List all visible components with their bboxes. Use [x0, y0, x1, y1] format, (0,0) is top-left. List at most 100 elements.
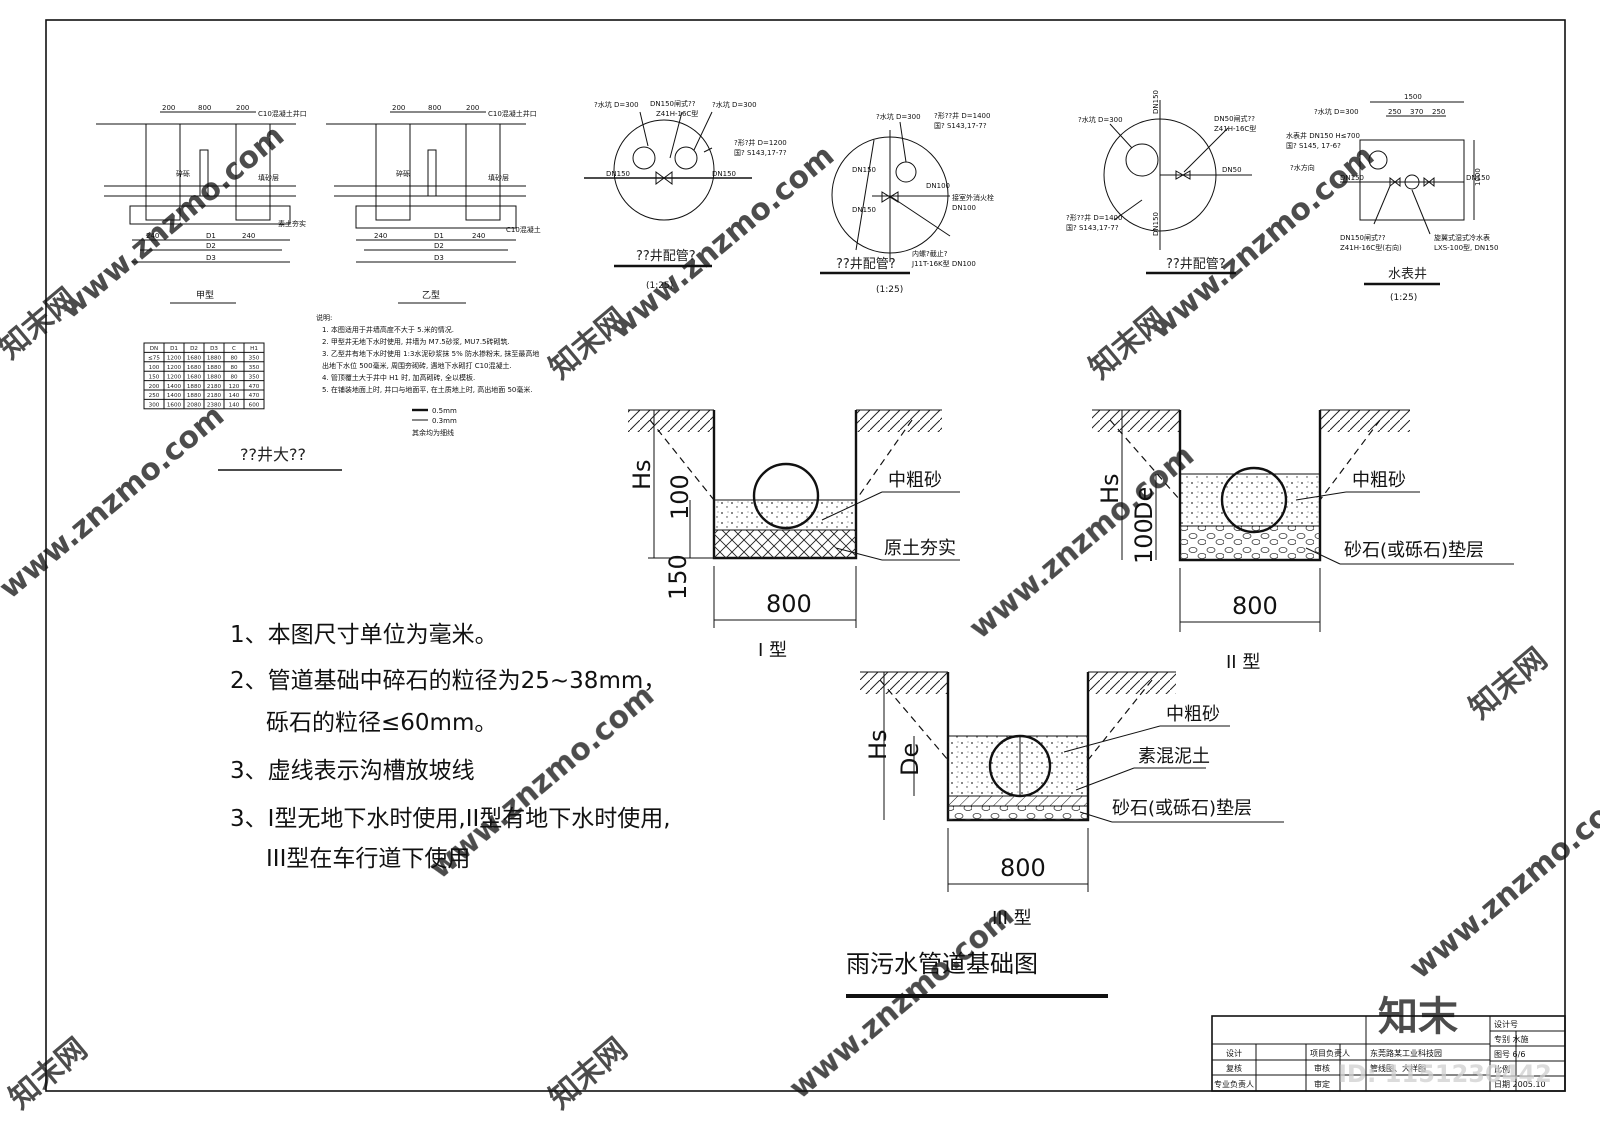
callout-a-2: 填砂层 [258, 173, 279, 182]
wp4-label-2: 250 [1388, 108, 1401, 116]
wp1-label-2: Z41H-16C型 [656, 109, 698, 118]
tb-design-no: 设计号 [1494, 1019, 1518, 1029]
wm-url-7: www.znzmo.com [1403, 778, 1600, 986]
note-5: 4. 管顶覆土大于井中 H1 时, 加高砌砖, 全以模板. [322, 373, 475, 382]
table-cell: 2080 [187, 403, 202, 409]
table-cell: 350 [249, 374, 260, 380]
general-note-2: 2、管道基础中碎石的粒径为25~38mm， [230, 668, 666, 694]
table-cell: 1680 [187, 374, 202, 380]
callout-b-0: C10混凝土井口 [488, 109, 537, 118]
tb-check: 复核 [1226, 1063, 1242, 1073]
wm-url-1: www.znzmo.com [53, 118, 291, 326]
top-dim-b-2: 800 [428, 104, 441, 112]
wp1-label-5: 国? S143,17-7? [734, 149, 787, 157]
table-cell: 1400 [167, 393, 182, 399]
ft1-callout-0: 中粗砂 [888, 470, 942, 491]
foundation-type-3: Hs De 800 中粗砂 素混泥土 砂石(或砾石)垫层 III 型 [860, 671, 1284, 929]
wp1-label-4: ?形?井 D=1200 [734, 138, 787, 147]
table-cell: 470 [249, 393, 260, 399]
table-cell: 120 [229, 384, 240, 390]
note-1: 1. 本图适用于井墙高度不大于 5.米的情况. [322, 325, 454, 334]
wp3-label-5: ?形??井 D=1400 [1066, 213, 1122, 222]
wp4-label-1: 1500 [1404, 93, 1422, 101]
table-cell: ≤75 [148, 356, 160, 362]
tb-drawing-name: 管线图、大样图 [1370, 1063, 1426, 1073]
table-cell: 250 [149, 393, 160, 399]
wp2-label-0: ?水坑 D=300 [876, 112, 921, 121]
chamber-detail-title: ??井大?? [240, 445, 306, 464]
table-header-cell: DN [150, 346, 159, 352]
wp2-label-3: DN150 [852, 166, 876, 174]
title-block: 设计 项目负责人 东莞路某工业科技园 复核 审核 管线图、大样图 专业负责人 审… [1211, 1015, 1566, 1092]
tb-date: 日期 2005.10 [1494, 1080, 1546, 1089]
table-cell: 80 [230, 374, 238, 380]
general-note-3: 砾石的粒径≤60mm。 [266, 710, 497, 736]
ft2-dim-100: 100 [1130, 518, 1158, 564]
wp4-label-4: 250 [1432, 108, 1445, 116]
base-dim-a-1: 240 [242, 232, 255, 240]
ft3-callout-0: 中粗砂 [1166, 704, 1220, 725]
well-plan-1: ?水坑 D=300 DN150闸式?? Z41H-16C型 ?水坑 D=300 … [584, 99, 787, 291]
wp4-label-12: Z41H-16C型(右向) [1340, 243, 1402, 252]
tb-discipline-lead: 专业负责人 [1214, 1079, 1254, 1089]
foundation-type-2: Hs De 100 800 中粗砂 砂石(或砾石)垫层 II 型 [1092, 409, 1514, 673]
table-cell: 350 [249, 356, 260, 362]
table-header-cell: H1 [250, 346, 258, 352]
wm-site-5: 知末网 [3, 1031, 94, 1116]
ft1-dim-hs: Hs [628, 459, 656, 490]
base-dim-a-0: 240 [146, 232, 159, 240]
table-cell: 1880 [207, 365, 222, 371]
table-cell: 200 [149, 384, 160, 390]
wp4-label-14: LXS-100型, DN150 [1434, 243, 1498, 252]
table-cell: 1200 [167, 374, 182, 380]
tb-discipline: 专别 水施 [1494, 1034, 1529, 1044]
tb-scale: 比例 [1494, 1064, 1510, 1074]
wm-site-4: 知末网 [1463, 641, 1554, 726]
tb-design: 设计 [1226, 1048, 1242, 1058]
wp1-scale: (1:25) [646, 281, 673, 291]
note-3: 3. 乙型井有地下水时使用 1:3水泥砂浆抹 5% 防水掺粉末, 抹至最高地 [322, 349, 539, 358]
table-cell: 140 [229, 403, 240, 409]
width-label-b-0: D1 [434, 232, 444, 240]
ft1-callout-1: 原土夯实 [884, 538, 956, 559]
well-plan-3: ?水坑 D=300 DN150 DN50闸式?? Z41H-16C型 DN50 … [1066, 90, 1256, 275]
width-label-a-1: D2 [206, 242, 216, 250]
ft2-callout-0: 中粗砂 [1352, 470, 1406, 491]
callout-b-3: C10混凝土 [506, 225, 541, 234]
base-dim-b-1: 240 [472, 232, 485, 240]
tb-project-lead: 项目负责人 [1310, 1048, 1350, 1058]
ft2-dim-hs: Hs [1096, 473, 1124, 504]
ft1-dim-100: 100 [666, 474, 694, 520]
ft2-type-label: II 型 [1226, 652, 1260, 673]
legend-rest: 其余均为细线 [412, 428, 454, 437]
table-cell: 80 [230, 365, 238, 371]
width-label-b-2: D3 [434, 254, 444, 262]
wp4-label-0: ?水坑 D=300 [1314, 107, 1359, 116]
top-dim-2: 800 [198, 104, 211, 112]
wp1-label-1: DN150闸式?? [650, 99, 696, 108]
valve-chamber-type-a: 200 800 200 C10混凝土井口 碎砾 填砂层 素土夯实 240 240… [96, 104, 307, 304]
wp4-label-3: 370 [1410, 108, 1423, 116]
table-cell: 350 [249, 365, 260, 371]
ft3-callout-1: 素混泥土 [1138, 746, 1210, 767]
table-cell: 80 [230, 356, 238, 362]
well-plan-2: ?水坑 D=300 ?形??井 D=1400 国? S143,17-7? DN1… [820, 111, 994, 295]
ft1-width: 800 [766, 590, 812, 618]
type-b-label: 乙型 [422, 290, 440, 301]
table-cell: 1200 [167, 356, 182, 362]
table-cell: 1200 [167, 365, 182, 371]
well-plan-4-meter: ?水坑 D=300 1500 250 370 250 水表井 DN150 H≤7… [1286, 93, 1498, 303]
ft3-dim-de: De [896, 743, 924, 776]
callout-a-0: C10混凝土井口 [258, 109, 307, 118]
width-label-b-1: D2 [434, 242, 444, 250]
table-header-cell: D2 [190, 346, 198, 352]
table-cell: 1880 [207, 374, 222, 380]
wp1-label-6: DN150 [606, 170, 630, 178]
table-cell: 1680 [187, 365, 202, 371]
table-cell: 470 [249, 384, 260, 390]
wp2-label-9: J11T-16K型 DN100 [911, 259, 976, 268]
legend-thick: 0.5mm [432, 407, 457, 415]
table-cell: 1880 [207, 356, 222, 362]
